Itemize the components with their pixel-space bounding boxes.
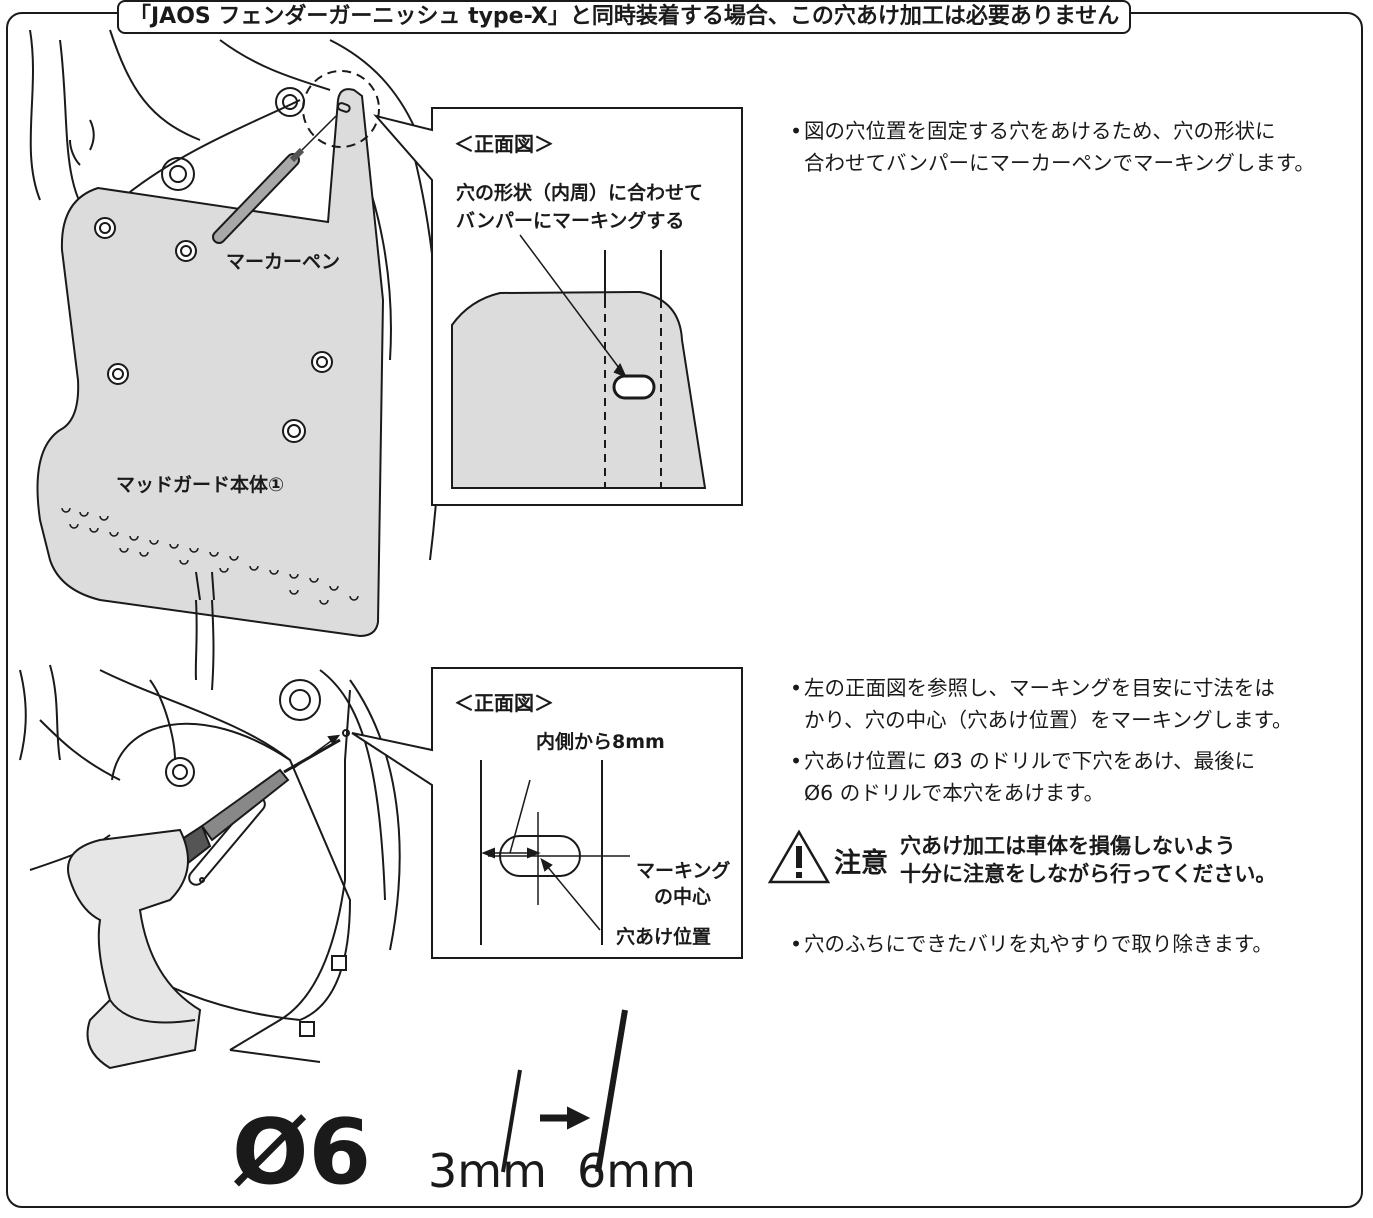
caution-notice: 注意 穴あけ加工は車体を損傷しないよう 十分に注意をしながら行ってください。 xyxy=(772,832,1276,888)
marking-center-label-1: マーキング xyxy=(636,860,731,882)
marking-center-label-2: の中心 xyxy=(654,886,712,908)
hole-diameter: Ø6 xyxy=(232,1100,372,1205)
mudguard-label: マッドガード本体① xyxy=(116,474,285,496)
step-1: •図の穴位置を固定する穴をあけるため、穴の形状に 合わせてバンパーにマーカーペン… xyxy=(790,119,1315,175)
caution-line2: 十分に注意をしながら行ってください。 xyxy=(900,862,1277,886)
drill-size-large: 6mm xyxy=(577,1144,696,1198)
marker-pen xyxy=(212,115,337,244)
callout1-instruction-line2: バンパーにマーキングする xyxy=(456,210,685,232)
caution-word: 注意 xyxy=(834,847,888,879)
header-note: 「JAOS フェンダーガーニッシュ type-X」と同時装着する場合、この穴あけ… xyxy=(117,0,1132,34)
dimension-label: 内側から8mm xyxy=(536,731,665,753)
callout2-title: ＜正面図＞ xyxy=(454,691,554,715)
drill-bits xyxy=(501,1009,628,1173)
drill-size-small: 3mm xyxy=(428,1144,547,1198)
caution-line1: 穴あけ加工は車体を損傷しないよう xyxy=(900,834,1236,858)
power-drill xyxy=(67,738,341,1070)
marker-pen-label: マーカーペン xyxy=(226,251,341,273)
mudguard-plate xyxy=(36,88,385,638)
callout1-title: ＜正面図＞ xyxy=(454,132,554,156)
step-4: •穴のふちにできたバリを丸やすりで取り除きます。 xyxy=(790,932,1273,956)
warning-icon xyxy=(767,829,831,884)
step-3: •穴あけ位置に Ø3 のドリルで下穴をあけ、最後に Ø6 のドリルで本穴をあけま… xyxy=(790,749,1256,805)
callout1-instruction-line1: 穴の形状（内周）に合わせて xyxy=(456,182,704,204)
drill-position-label: 穴あけ位置 xyxy=(616,926,712,948)
step-2: •左の正面図を参照し、マーキングを目安に寸法をは かり、穴の中心（穴あけ位置）を… xyxy=(790,676,1293,732)
